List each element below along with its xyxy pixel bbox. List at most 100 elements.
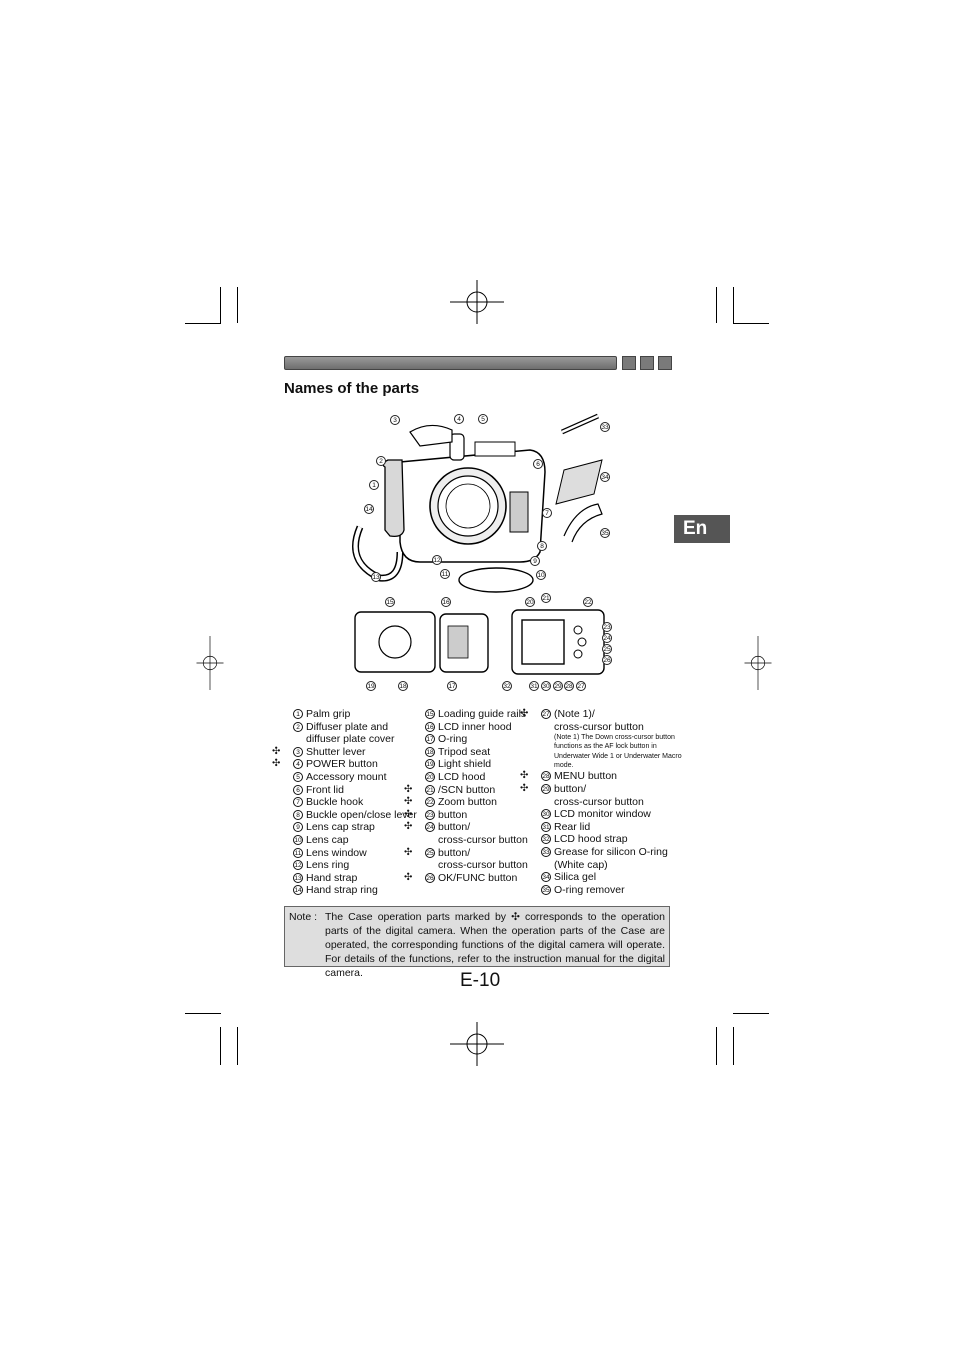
part-label: Front lid — [306, 783, 344, 796]
crop-mark — [733, 287, 734, 323]
part-label: LCD hood — [438, 770, 486, 783]
note-box: Note : The Case operation parts marked b… — [284, 906, 670, 979]
camera-operation-marker-icon: ✣ — [404, 783, 413, 795]
header-square — [640, 356, 654, 370]
part-label: LCD monitor window — [554, 808, 651, 821]
header-square — [658, 356, 672, 370]
part-number: 18 — [425, 746, 435, 757]
housing-open-illustration — [354, 609, 605, 675]
crop-mark — [733, 1027, 734, 1065]
part-number: 3 — [293, 746, 303, 757]
part-number: 21 — [425, 784, 435, 795]
part-number: 5 — [293, 771, 303, 782]
callout: 32 — [502, 681, 512, 691]
part-number: 11 — [293, 847, 303, 858]
part-number: 13 — [293, 872, 303, 883]
callout: 21 — [541, 593, 551, 603]
part-label: Diffuser plate and — [306, 720, 389, 733]
part-number: 15 — [425, 709, 435, 719]
camera-operation-marker-icon: ✣ — [404, 871, 413, 883]
part-label: Accessory mount — [306, 770, 387, 783]
part-label: Palm grip — [306, 708, 351, 720]
part-label: Rear lid — [554, 820, 591, 833]
part-label: Lens ring — [306, 859, 350, 872]
crop-mark — [220, 1027, 221, 1065]
part-label: Hand strap ring — [306, 884, 378, 897]
callout: 35 — [600, 528, 610, 538]
callout: 16 — [441, 597, 451, 607]
part-label: Lens cap strap — [306, 821, 375, 834]
crop-mark — [733, 323, 769, 324]
part-number: 25 — [425, 847, 435, 858]
crop-mark — [237, 1027, 238, 1065]
callout: 5 — [478, 414, 488, 424]
part-label: button/ — [554, 782, 587, 795]
part-number: 35 — [541, 884, 551, 895]
part-label: Buckle hook — [306, 796, 364, 809]
callout: 33 — [600, 422, 610, 432]
parts-list-column-3: ✣27(Note 1)/cross-cursor button(Note 1) … — [520, 708, 682, 896]
part-number: 34 — [541, 872, 551, 883]
callout: 23 — [602, 622, 612, 632]
callout: 34 — [600, 472, 610, 482]
callout: 25 — [602, 644, 612, 654]
part-number: 26 — [425, 872, 435, 883]
crop-mark — [185, 323, 221, 324]
part-label: Light shield — [438, 758, 492, 771]
part-number: 28 — [541, 771, 551, 782]
part-footnote: (Note 1) The Down cross-cursor button fu… — [554, 734, 682, 770]
part-number: 9 — [293, 822, 303, 833]
part-number: 19 — [425, 759, 435, 770]
camera-operation-marker-icon: ✣ — [520, 782, 529, 794]
part-label-continued: cross-cursor button — [438, 859, 528, 872]
part-label: Hand strap — [306, 871, 358, 884]
callout: 15 — [385, 597, 395, 607]
part-number: 12 — [293, 860, 303, 871]
note-label: Note : — [289, 911, 318, 923]
page-number: E-10 — [460, 970, 501, 991]
part-number: 8 — [293, 809, 303, 820]
camera-operation-marker-icon: ✣ — [520, 770, 529, 782]
part-label: Grease for silicon O-ring — [554, 845, 668, 858]
registration-mark-top — [450, 280, 504, 324]
camera-operation-marker-icon: ✣ — [520, 708, 529, 719]
part-number: 20 — [425, 771, 435, 782]
registration-mark-bottom — [450, 1022, 504, 1066]
crop-mark — [185, 1013, 221, 1014]
part-number: 32 — [541, 834, 551, 845]
part-item: ✣21/SCN button — [404, 784, 528, 797]
part-number: 24 — [425, 822, 435, 833]
part-label: button — [438, 808, 468, 821]
callout: 10 — [536, 570, 546, 580]
part-number: 23 — [425, 809, 435, 820]
callout: 26 — [602, 655, 612, 665]
part-number: 6 — [293, 784, 303, 795]
part-label: Zoom button — [438, 796, 497, 809]
note-text: The Case operation parts marked by ✣ cor… — [325, 911, 665, 979]
callout: 24 — [602, 633, 612, 643]
part-number: 7 — [293, 797, 303, 808]
callout: 18 — [398, 681, 408, 691]
callout: 28 — [564, 681, 574, 691]
